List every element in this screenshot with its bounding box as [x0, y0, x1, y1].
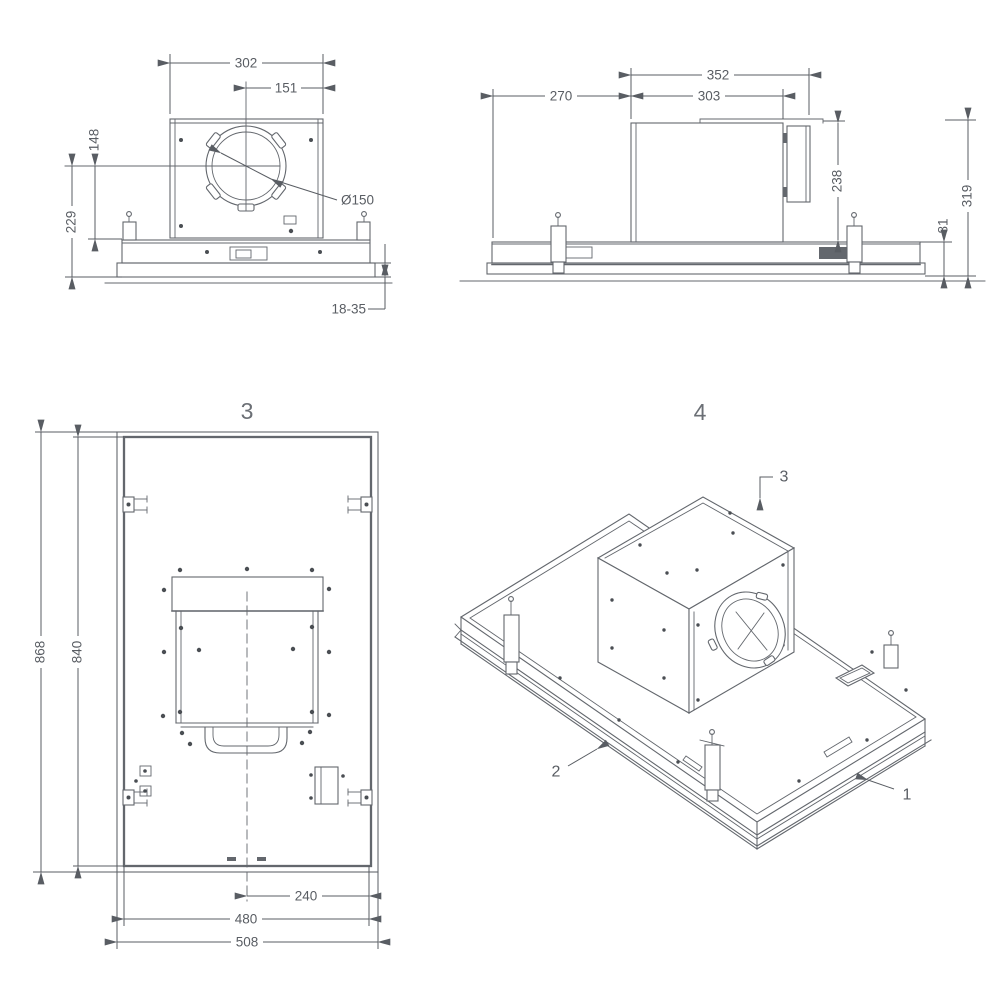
dim-label-508: 508	[236, 935, 259, 950]
plan-fan-assembly	[160, 566, 332, 902]
dim-duct-center-to-bottom: 229	[64, 153, 122, 290]
dim-label-ceiling-thickness: 18-35	[331, 302, 366, 317]
front-left-clip	[122, 211, 137, 241]
callout-3: 3	[756, 469, 789, 511]
panel-slot	[227, 857, 236, 861]
lip-left-step	[454, 623, 462, 638]
dim-panel-overhang: 270	[480, 68, 644, 238]
callout-3-label: 3	[780, 469, 789, 486]
dim-label-240: 240	[295, 889, 318, 904]
panel-outer-outline	[116, 431, 379, 873]
dim-half-width-bottom: 240	[234, 866, 382, 926]
control-module	[229, 246, 268, 261]
dim-panel-width-inner: 480	[111, 866, 382, 927]
panel-inner-outline	[122, 435, 373, 868]
dim-label-151: 151	[275, 81, 298, 96]
dim-label-270: 270	[550, 89, 573, 104]
dim-label-840: 840	[70, 641, 85, 664]
bottom-view-title: 3	[241, 398, 254, 424]
dim-duct-center-height: 148	[87, 129, 122, 252]
callout-2: 2	[552, 739, 610, 781]
side-duct-spigot	[786, 125, 811, 203]
dim-label-238: 238	[830, 170, 845, 193]
plan-duct-collar	[204, 726, 288, 754]
dim-label-868: 868	[33, 641, 48, 664]
panel-slot	[257, 857, 266, 861]
iso-right-clip	[883, 630, 899, 669]
slide-bracket	[565, 246, 593, 259]
plan-clip-right-bottom	[347, 788, 373, 807]
iso-front-clip	[699, 729, 725, 802]
isometric-view-title: 4	[694, 399, 707, 425]
side-motorbox	[630, 118, 824, 243]
callout-1-label: 1	[903, 787, 912, 804]
front-motorbox	[169, 118, 324, 239]
iso-duct-collar	[707, 591, 786, 669]
iso-motorbox	[596, 496, 796, 714]
plan-clip-right-top	[347, 495, 373, 514]
dim-label-480: 480	[235, 912, 258, 927]
plan-junction-box	[309, 766, 345, 805]
callout-1: 1	[855, 772, 912, 804]
dim-panel-length-inner: 840	[70, 424, 124, 879]
dim-motorbox-depth: 303	[618, 89, 796, 119]
dim-label-302: 302	[235, 56, 258, 71]
dim-overall-depth: 352	[618, 68, 822, 115]
dim-label-81: 81	[936, 218, 951, 233]
dim-duct-diameter: Ø150	[208, 144, 383, 208]
plan-left-tabs	[134, 765, 152, 797]
front-right-clip	[356, 211, 371, 241]
iso-left-clip	[503, 596, 520, 675]
iso-slot-right	[823, 736, 853, 758]
dim-panel-height: 81	[920, 218, 952, 289]
dim-panel-width-outer: 508	[104, 872, 391, 950]
side-left-clip	[550, 212, 593, 274]
dim-label-148: 148	[87, 129, 102, 152]
bottom-view: 3	[33, 398, 391, 950]
dim-label-229: 229	[64, 211, 79, 234]
front-view: 302 151 148 229	[64, 54, 393, 317]
slide-rail-hatched	[819, 247, 847, 259]
dim-label-352: 352	[707, 68, 730, 83]
dim-label-319: 319	[960, 185, 975, 208]
small-vent-detail	[283, 215, 297, 225]
side-view: 270 303 352 238	[459, 68, 986, 289]
iso-junction-box	[834, 664, 876, 687]
plan-clip-left-top	[122, 495, 148, 514]
plan-screw-dots	[160, 566, 332, 747]
isometric-view: 4	[454, 399, 932, 850]
iso-slot-front	[682, 755, 703, 772]
dim-label-303: 303	[698, 89, 721, 104]
dim-half-width: 151	[233, 81, 336, 96]
dim-ceiling-thickness: 18-35	[331, 244, 391, 317]
dim-total-height: 319	[925, 107, 976, 289]
side-panel	[459, 241, 986, 282]
dim-total-width: 302	[157, 54, 336, 114]
callout-2-label: 2	[552, 764, 561, 781]
dim-label-duct-diameter: Ø150	[341, 193, 374, 208]
front-panel	[104, 239, 393, 284]
dim-motorbox-height: 238	[823, 110, 845, 253]
